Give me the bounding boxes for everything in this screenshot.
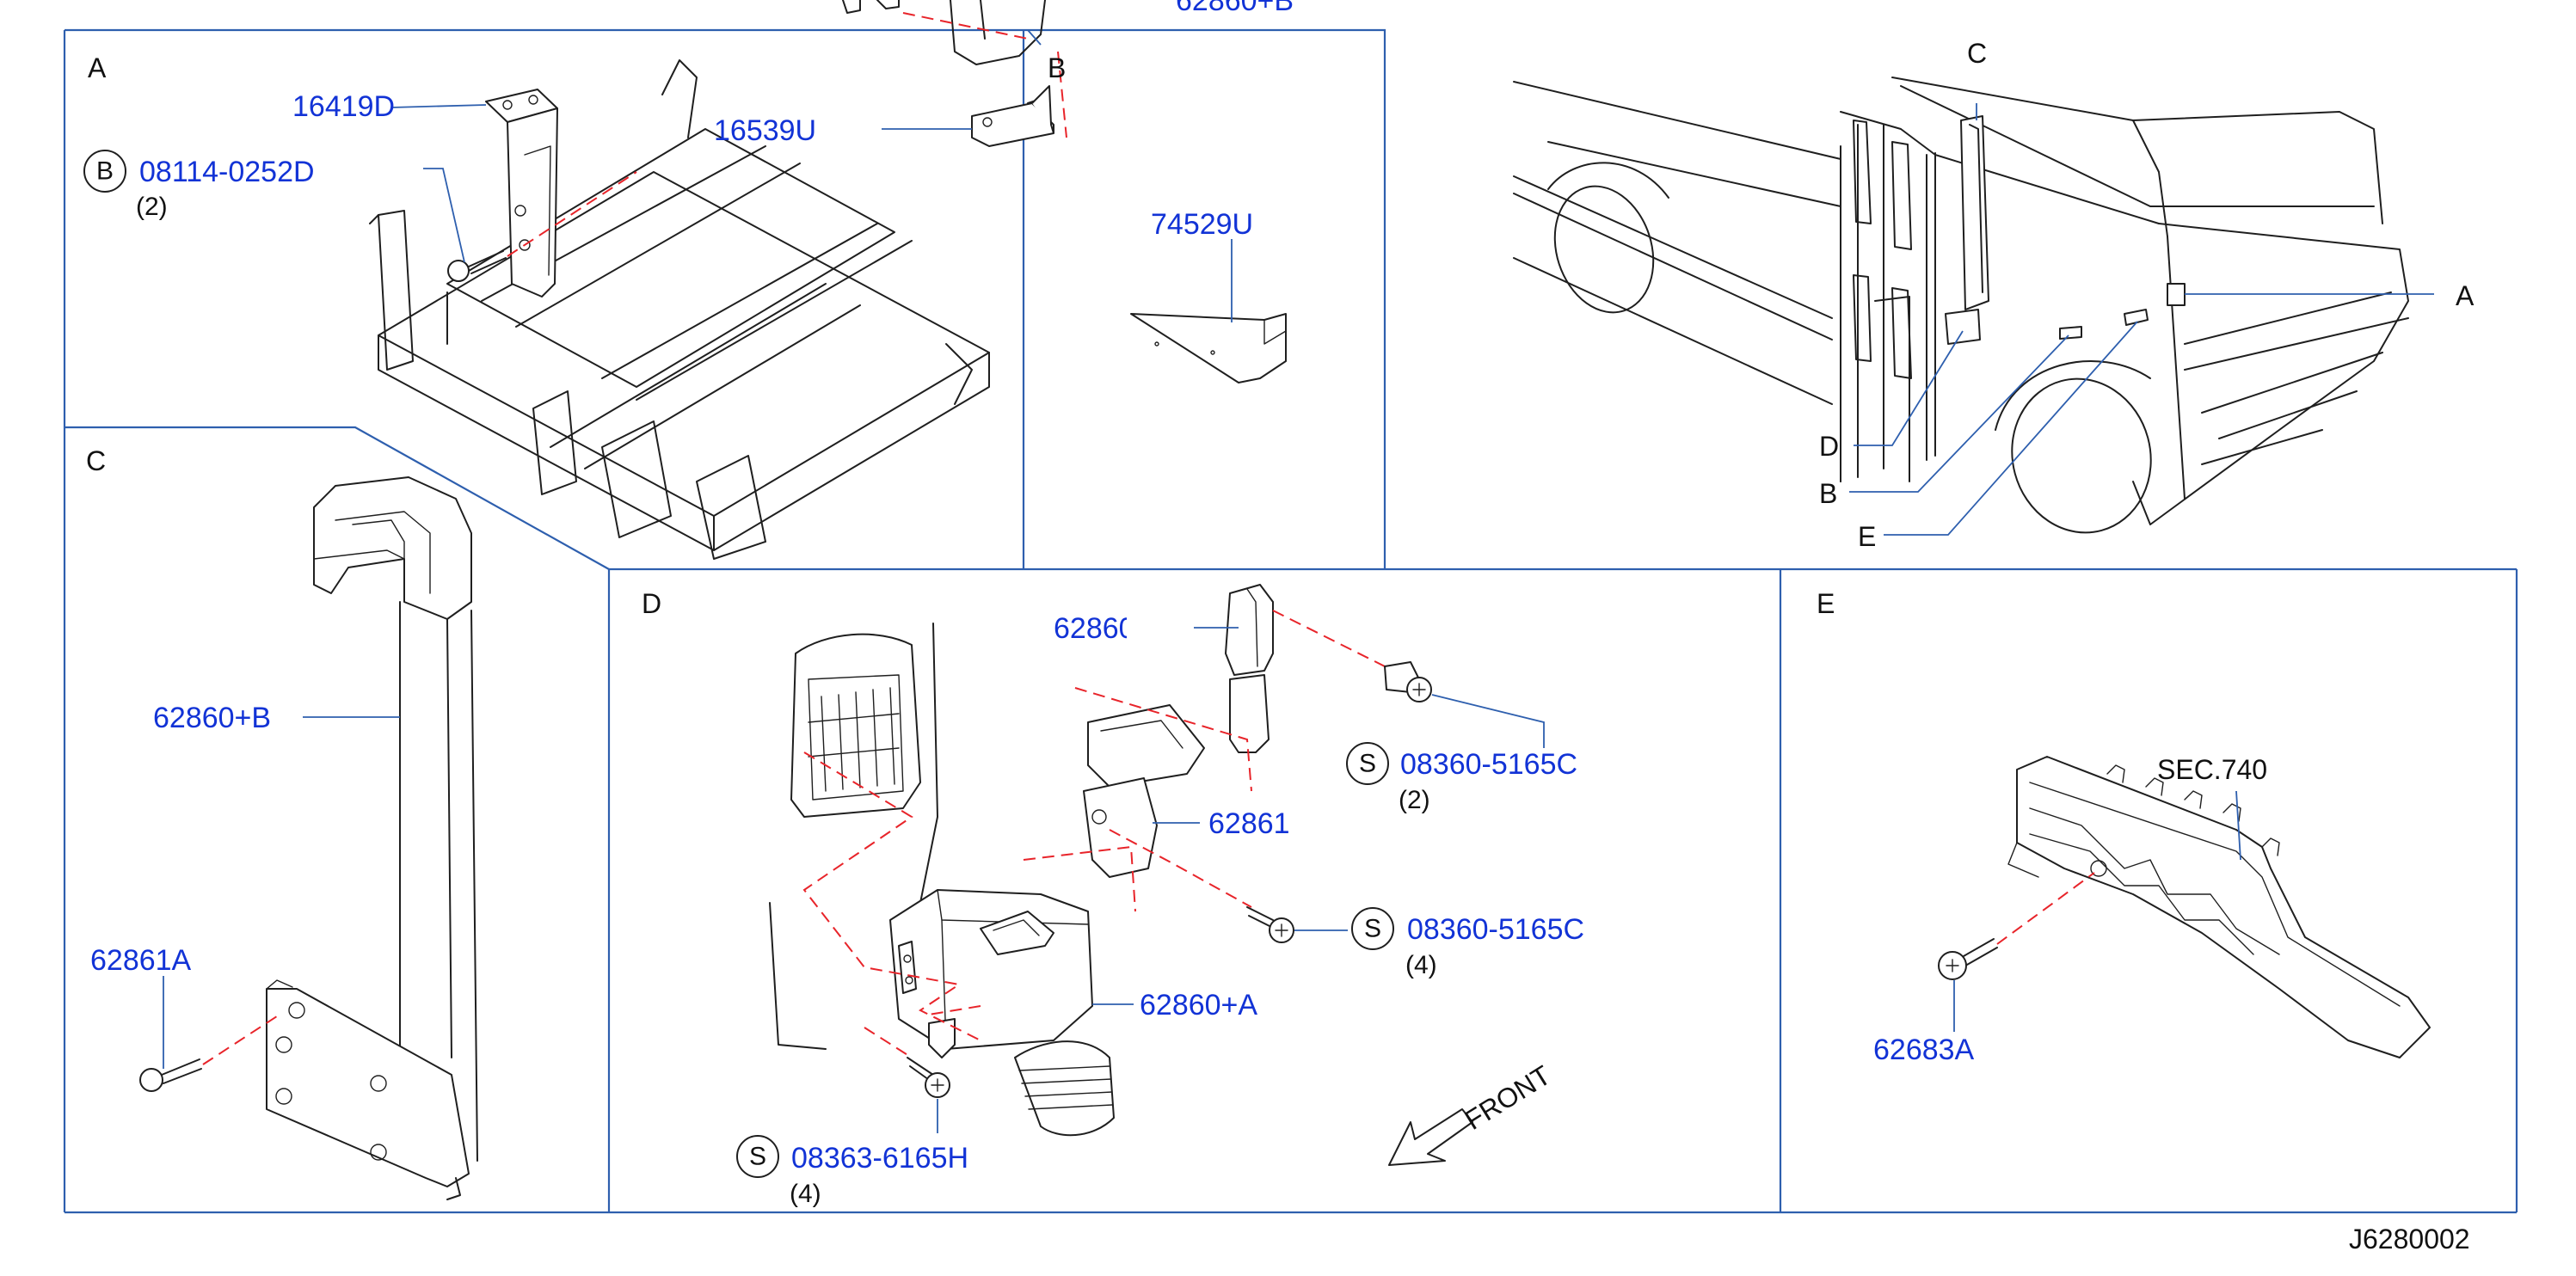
leader-08114 [423, 168, 465, 263]
leader-ref-b [1027, 29, 1042, 46]
part-62860b: 62860+B [153, 702, 271, 734]
part-74529u: 74529U [1151, 208, 1253, 241]
guide-08114 [507, 171, 637, 257]
leader-van-e [1884, 321, 2138, 536]
part-62683a: 62683A [1873, 1034, 1975, 1066]
guide-top-1 [902, 12, 1029, 40]
s-symbol-3: S [749, 1143, 766, 1171]
bracket-74529u [1130, 313, 1287, 383]
guide-62683a [1996, 872, 2095, 945]
bracket-16539u [971, 85, 1054, 147]
van-drawing [1513, 77, 2409, 534]
s-symbol-2: S [1364, 915, 1381, 943]
leader-van-d [1854, 330, 1964, 446]
van-callout-c: C [1967, 38, 1987, 69]
ref-b-label: B [1048, 52, 1066, 83]
guide-d-7 [928, 1005, 981, 1015]
part-62860: 62860 [1054, 612, 1135, 645]
panel-frames [63, 28, 2518, 1214]
qty-08360-5165c-2: (4) [1405, 951, 1437, 979]
part-08363-6165h: 08363-6165H [791, 1142, 968, 1175]
leader-van-b [1849, 334, 2069, 493]
van-callout-a: A [2456, 280, 2475, 311]
sec740-label: SEC.740 [2157, 754, 2267, 785]
part-08360-5165c-1: 08360-5165C [1400, 748, 1577, 781]
panel-a-label: A [88, 52, 107, 83]
front-arrow-icon [1388, 1108, 1473, 1166]
clip-08360-5165c-top [1384, 661, 1432, 702]
van-callout-d: D [1819, 431, 1839, 462]
b-symbol: B [96, 157, 114, 186]
qty-08363-6165h: (4) [790, 1180, 821, 1208]
part-16419d: 16419D [292, 90, 395, 123]
b-symbol-circle [83, 150, 126, 193]
guide-d-1 [802, 751, 981, 1041]
van-callout-b: B [1819, 478, 1837, 509]
part-62860b-top: 62860+B [1176, 0, 1294, 17]
part-62861a: 62861A [90, 944, 192, 977]
part-16539u: 16539U [714, 114, 816, 147]
chassis-frame-drawing [369, 59, 990, 560]
part-62861: 62861 [1208, 807, 1290, 840]
part-08114-0252d: 08114-0252D [139, 156, 315, 188]
guide-d-4 [1109, 829, 1252, 908]
part-62860a: 62860+A [1140, 989, 1257, 1021]
bolt-62683a [1938, 938, 1998, 980]
panel-c-label: C [86, 445, 106, 476]
bolt-62861a [139, 1058, 202, 1092]
part-08360-5165c-2: 08360-5165C [1407, 913, 1584, 946]
s-symbol-circle-2 [1351, 907, 1394, 950]
qty-08114-0252d: (2) [136, 193, 168, 221]
guide-top-2 [1057, 51, 1067, 138]
van-callout-e: E [1858, 521, 1876, 552]
label-cutoff-62860 [1127, 602, 1178, 648]
diagram-id: J6280002 [2349, 1224, 2470, 1255]
bolt-08363-6165h [907, 1057, 950, 1098]
front-label: FRONT [1460, 1059, 1557, 1136]
guide-d-6 [864, 1027, 913, 1058]
s-symbol-circle-1 [1346, 742, 1389, 785]
leader-sec740 [2235, 790, 2241, 861]
leader-08360-top [1431, 694, 1545, 748]
guide-62861a [202, 1014, 280, 1065]
panel-e-label: E [1817, 588, 1835, 619]
guide-d-5 [1272, 610, 1411, 680]
strap-62860b-drawing [266, 476, 478, 1200]
sec740-bracket-drawing [2007, 756, 2431, 1058]
s-symbol-1: S [1359, 750, 1376, 778]
s-symbol-circle-3 [736, 1135, 779, 1178]
guide-d-2 [1023, 845, 1136, 912]
bolt-08114-0252d [447, 250, 507, 282]
guide-d-3 [1074, 687, 1252, 792]
control-unit-drawing [769, 584, 1274, 1137]
panel-d-label: D [642, 588, 661, 619]
qty-08360-5165c-1: (2) [1399, 786, 1430, 814]
leader-16419d [390, 104, 487, 108]
bolt-08360-5165c [1246, 906, 1294, 943]
bracket-16419d [485, 89, 558, 298]
